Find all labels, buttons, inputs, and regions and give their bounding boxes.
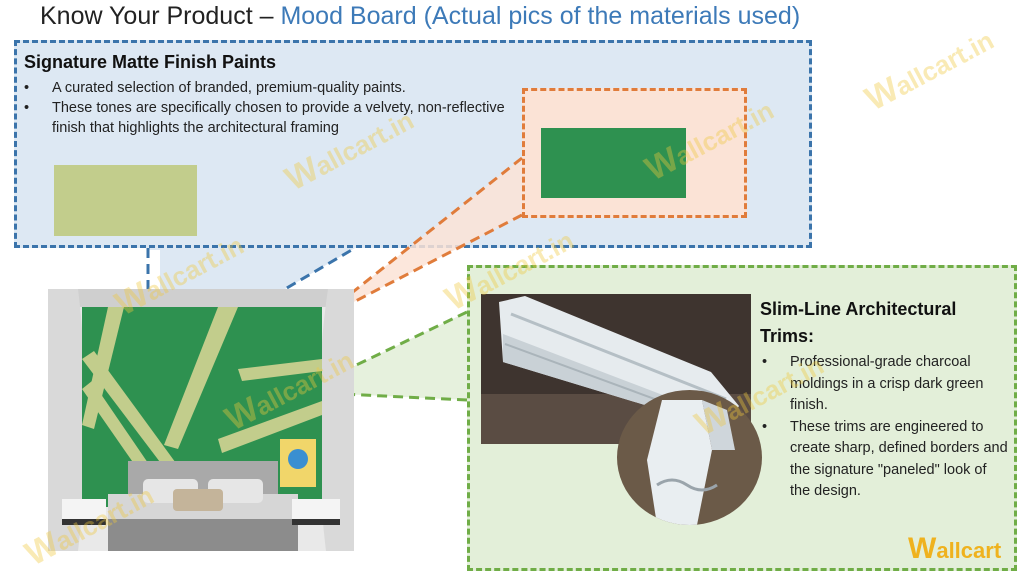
wallcart-logo: Wallcart [908,532,1002,565]
trim-closeup-photo [617,390,762,525]
paint-bullet: These tones are specifically chosen to p… [22,98,522,138]
page-title-prefix: Know Your Product – [40,2,281,30]
paint-swatch-dark-green [541,128,686,198]
page-title-accent: Mood Board (Actual pics of the materials… [280,2,801,30]
trim-bullet-list: Professional-grade charcoal moldings in … [760,352,1010,503]
trim-heading: Slim-Line Architectural Trims: [760,299,957,346]
trim-bullet: These trims are engineered to create sha… [760,417,1010,503]
paint-bullet-list: A curated selection of branded, premium-… [22,78,522,138]
paint-bullet: A curated selection of branded, premium-… [22,78,522,98]
page-title: Know Your Product – Mood Board (Actual p… [40,2,800,31]
callout-pointer-line [314,156,523,324]
trim-bullet: Professional-grade charcoal moldings in … [760,352,1010,417]
paint-swatch-light-green [54,165,197,236]
bedroom-photo [48,289,354,551]
paint-heading: Signature Matte Finish Paints [24,52,277,72]
trim-pointer-line [299,390,468,402]
